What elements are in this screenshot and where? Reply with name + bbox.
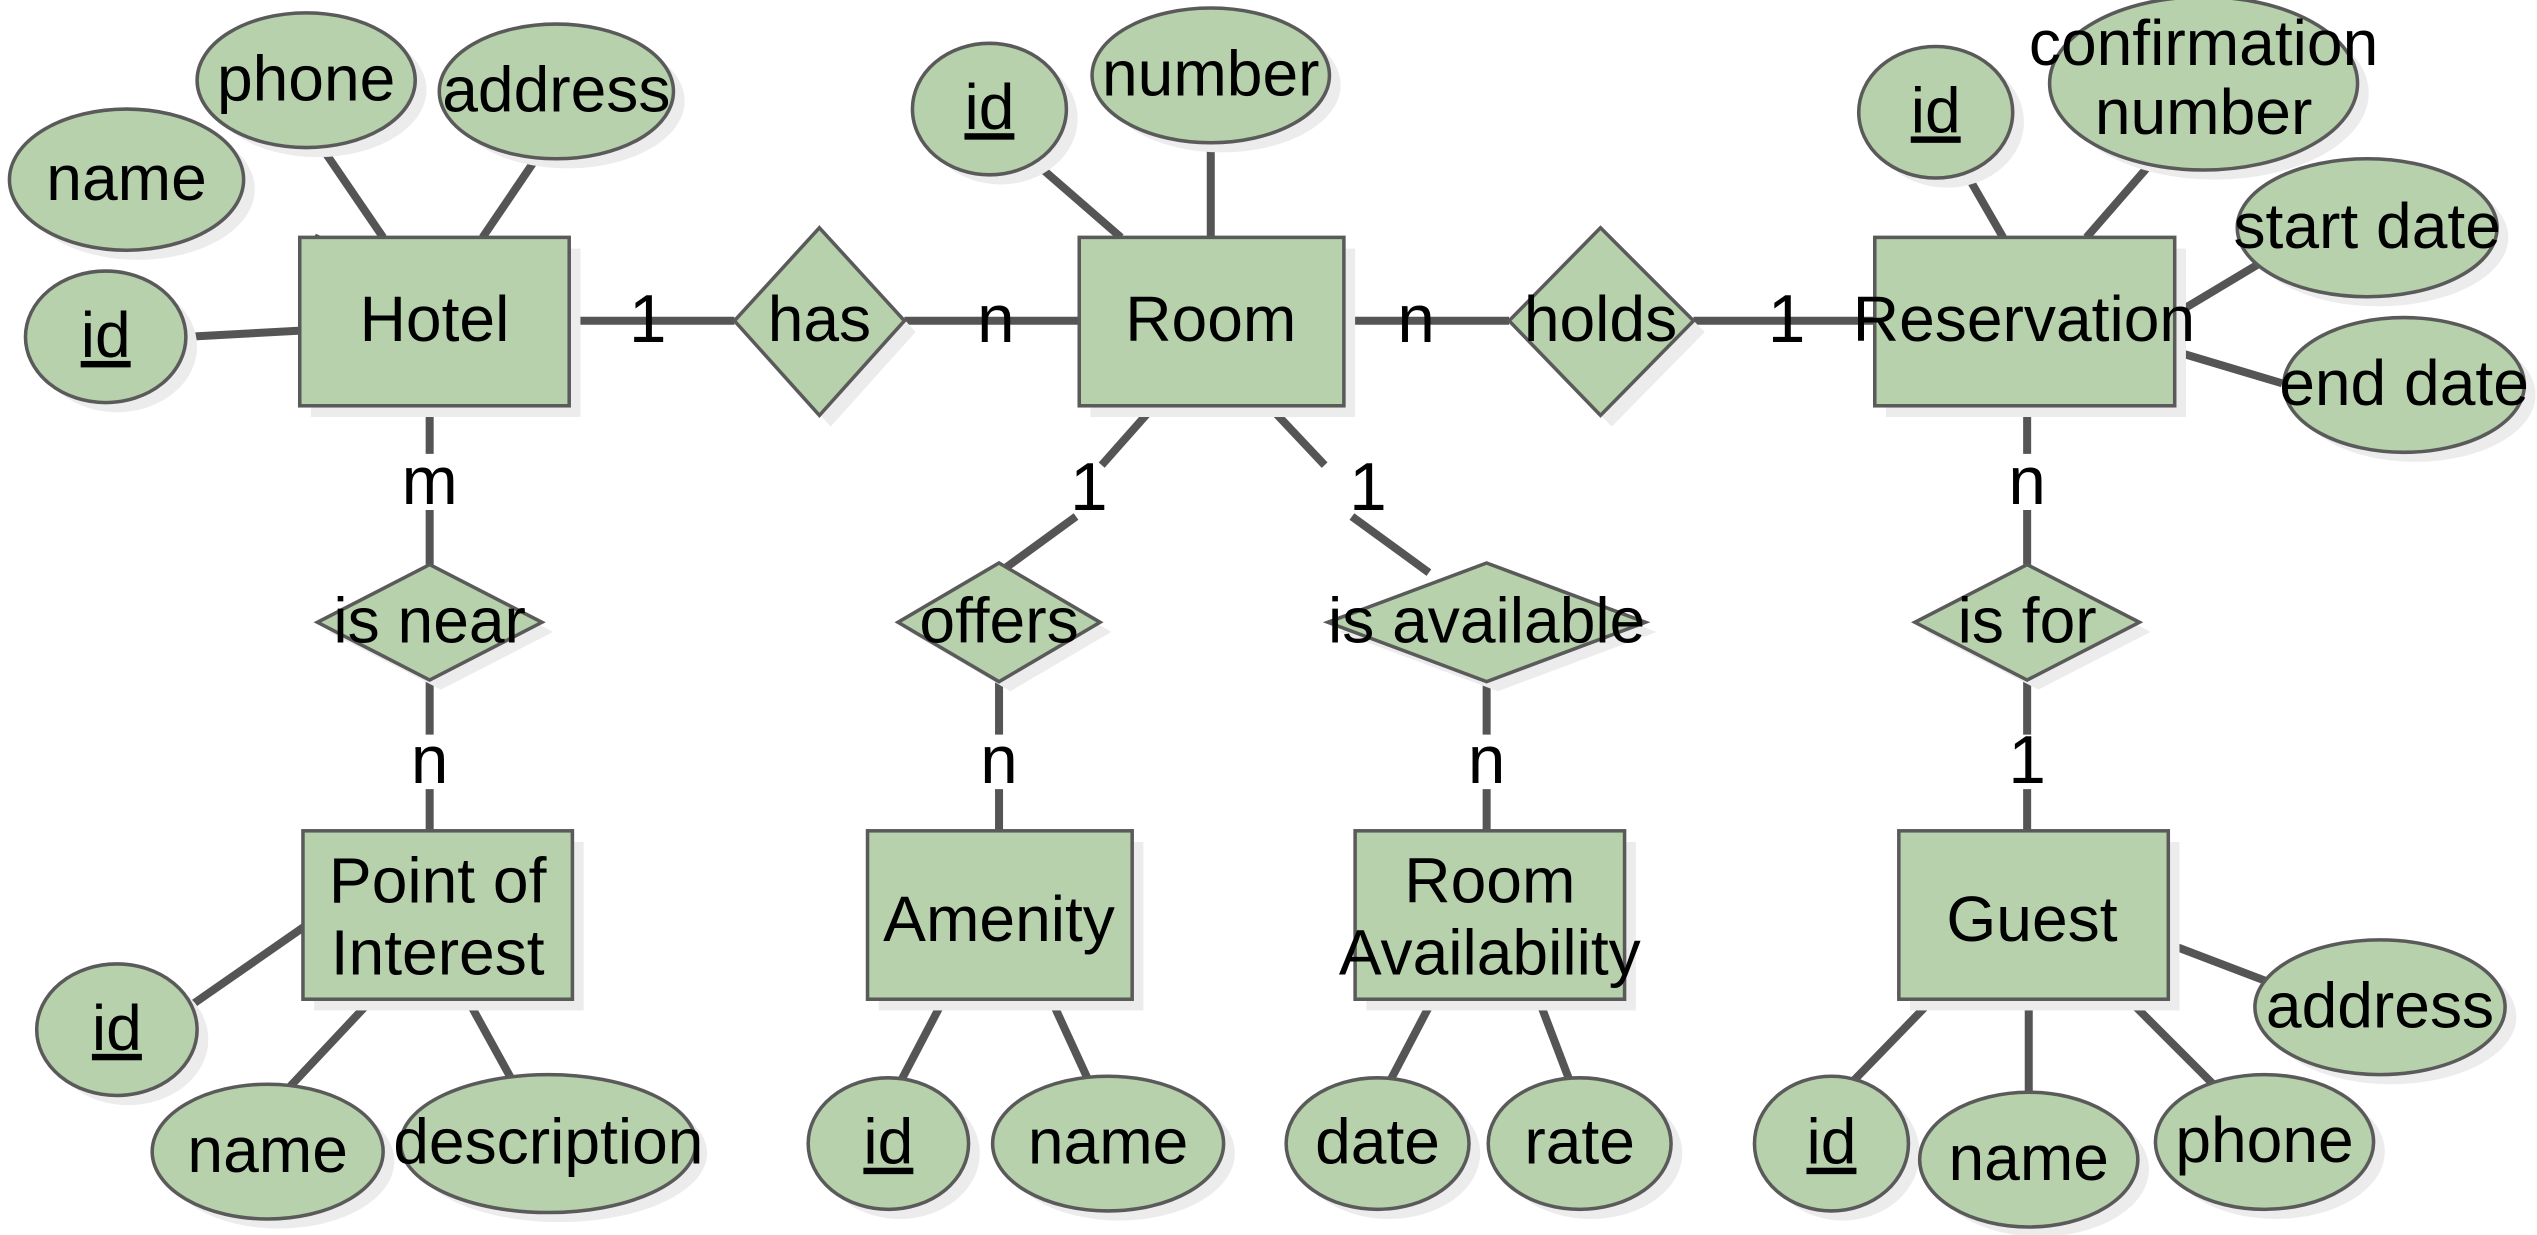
attribute-label-primary-key: id xyxy=(1806,1106,1856,1178)
relationship-is-available[interactable]: is available xyxy=(1322,561,1657,692)
attribute-label: phone xyxy=(217,42,395,114)
attribute-hotel-address[interactable]: address xyxy=(437,22,685,169)
cardinality-offers-amenity: n xyxy=(980,723,1017,798)
entity-label-line2: Availability xyxy=(1339,916,1641,988)
attribute-label: name xyxy=(1028,1106,1188,1178)
attribute-label-line2: number xyxy=(2095,76,2312,148)
cardinality-room-offers: 1 xyxy=(1070,450,1107,525)
cardinality-room-holds: n xyxy=(1397,282,1434,357)
attribute-room-availability-date[interactable]: date xyxy=(1284,1076,1481,1219)
attribute-poi-name[interactable]: name xyxy=(150,1082,395,1229)
relationship-holds[interactable]: holds xyxy=(1506,225,1705,427)
relationship-label: has xyxy=(768,283,871,355)
attribute-label: start date xyxy=(2233,190,2500,262)
entity-label: Guest xyxy=(1946,883,2117,955)
relationship-label: is available xyxy=(1328,584,1645,656)
attribute-reservation-start-date[interactable]: start date xyxy=(2233,157,2509,307)
attribute-room-number[interactable]: number xyxy=(1090,6,1341,153)
attribute-label-primary-key: id xyxy=(964,71,1014,143)
attribute-hotel-id[interactable]: id xyxy=(23,269,198,413)
entity-label: Amenity xyxy=(883,883,1115,955)
cardinality-reservation-is-for: n xyxy=(2008,444,2045,519)
entity-room-availability[interactable]: Room Availability xyxy=(1339,829,1641,1011)
attribute-label: address xyxy=(2266,969,2494,1041)
relationship-offers[interactable]: offers xyxy=(894,560,1112,692)
attribute-reservation-id[interactable]: id xyxy=(1856,44,2024,188)
edge-room-is-available-lower xyxy=(1349,513,1432,576)
attribute-label: phone xyxy=(2175,1104,2353,1176)
attribute-guest-name[interactable]: name xyxy=(1917,1090,2150,1235)
attribute-hotel-name[interactable]: name xyxy=(7,107,255,260)
edge-layer xyxy=(185,125,2284,1120)
attribute-label: address xyxy=(442,54,670,126)
entity-guest[interactable]: Guest xyxy=(1897,829,2180,1011)
entity-reservation[interactable]: Reservation xyxy=(1853,235,2195,418)
entity-label: Room xyxy=(1125,283,1296,355)
attribute-amenity-id[interactable]: id xyxy=(806,1076,980,1219)
cardinality-is-for-guest: 1 xyxy=(2008,723,2045,798)
relationship-label: holds xyxy=(1524,283,1677,355)
attribute-label-primary-key: id xyxy=(863,1106,913,1178)
entity-hotel[interactable]: Hotel xyxy=(297,235,581,418)
attribute-label: name xyxy=(46,142,206,214)
attribute-guest-phone[interactable]: phone xyxy=(2153,1072,2385,1219)
cardinality-is-available-room-availability: n xyxy=(1468,723,1505,798)
attribute-amenity-name[interactable]: name xyxy=(990,1074,1235,1221)
cardinality-has-room: n xyxy=(977,282,1014,357)
entity-label: Hotel xyxy=(360,283,510,355)
attribute-label: description xyxy=(393,1106,703,1178)
attribute-poi-id[interactable]: id xyxy=(34,962,209,1106)
cardinality-hotel-has: 1 xyxy=(629,282,666,357)
entity-label-line1: Point of xyxy=(329,844,547,916)
attribute-label-line1: confirmation xyxy=(2029,7,2378,79)
attribute-label: name xyxy=(187,1114,347,1186)
attribute-guest-id[interactable]: id xyxy=(1752,1074,1920,1221)
attribute-label: number xyxy=(1102,38,1319,110)
cardinality-holds-reservation: 1 xyxy=(1768,282,1805,357)
attribute-reservation-end-date[interactable]: end date xyxy=(2279,315,2536,462)
attribute-label-primary-key: id xyxy=(81,299,131,371)
attribute-label: date xyxy=(1315,1106,1440,1178)
entity-amenity[interactable]: Amenity xyxy=(865,829,1144,1011)
entity-point-of-interest[interactable]: Point of Interest xyxy=(301,829,584,1011)
attribute-label: rate xyxy=(1524,1106,1635,1178)
attribute-reservation-confirmation-number[interactable]: confirmation number xyxy=(2029,0,2378,180)
edge-room-offers-upper xyxy=(1098,406,1155,468)
attribute-label: end date xyxy=(2279,347,2529,419)
entity-label-line2: Interest xyxy=(331,916,545,988)
attribute-label-primary-key: id xyxy=(1911,74,1961,146)
relationship-is-near[interactable]: is near xyxy=(313,562,554,690)
edge-reservation-confirmation xyxy=(2083,160,2154,241)
attribute-label-primary-key: id xyxy=(92,992,142,1064)
edge-room-is-available-upper xyxy=(1268,406,1328,468)
cardinality-hotel-is-near: m xyxy=(402,444,458,519)
relationship-label: is near xyxy=(333,584,526,656)
attribute-label: name xyxy=(1949,1122,2109,1194)
attribute-hotel-phone[interactable]: phone xyxy=(195,11,427,158)
edge-reservation-start-date xyxy=(2172,257,2265,318)
relationship-is-for[interactable]: is for xyxy=(1911,562,2151,690)
cardinality-room-is-available: 1 xyxy=(1349,450,1386,525)
attribute-poi-description[interactable]: description xyxy=(393,1072,708,1223)
cardinality-is-near-poi: n xyxy=(411,723,448,798)
attribute-guest-address[interactable]: address xyxy=(2253,938,2517,1085)
relationship-has[interactable]: has xyxy=(732,225,916,427)
entity-label-line1: Room xyxy=(1404,844,1575,916)
attribute-room-availability-rate[interactable]: rate xyxy=(1486,1076,1683,1219)
entity-label: Reservation xyxy=(1853,283,2195,355)
edge-reservation-end-date xyxy=(2173,347,2284,388)
edge-guest-address xyxy=(2173,942,2278,989)
edge-poi-id xyxy=(188,910,325,1009)
edge-room-offers-lower xyxy=(996,513,1079,576)
entity-room[interactable]: Room xyxy=(1077,235,1356,418)
attribute-room-id[interactable]: id xyxy=(910,41,1078,185)
relationship-label: is for xyxy=(1958,584,2097,656)
relationship-label: offers xyxy=(919,584,1078,656)
